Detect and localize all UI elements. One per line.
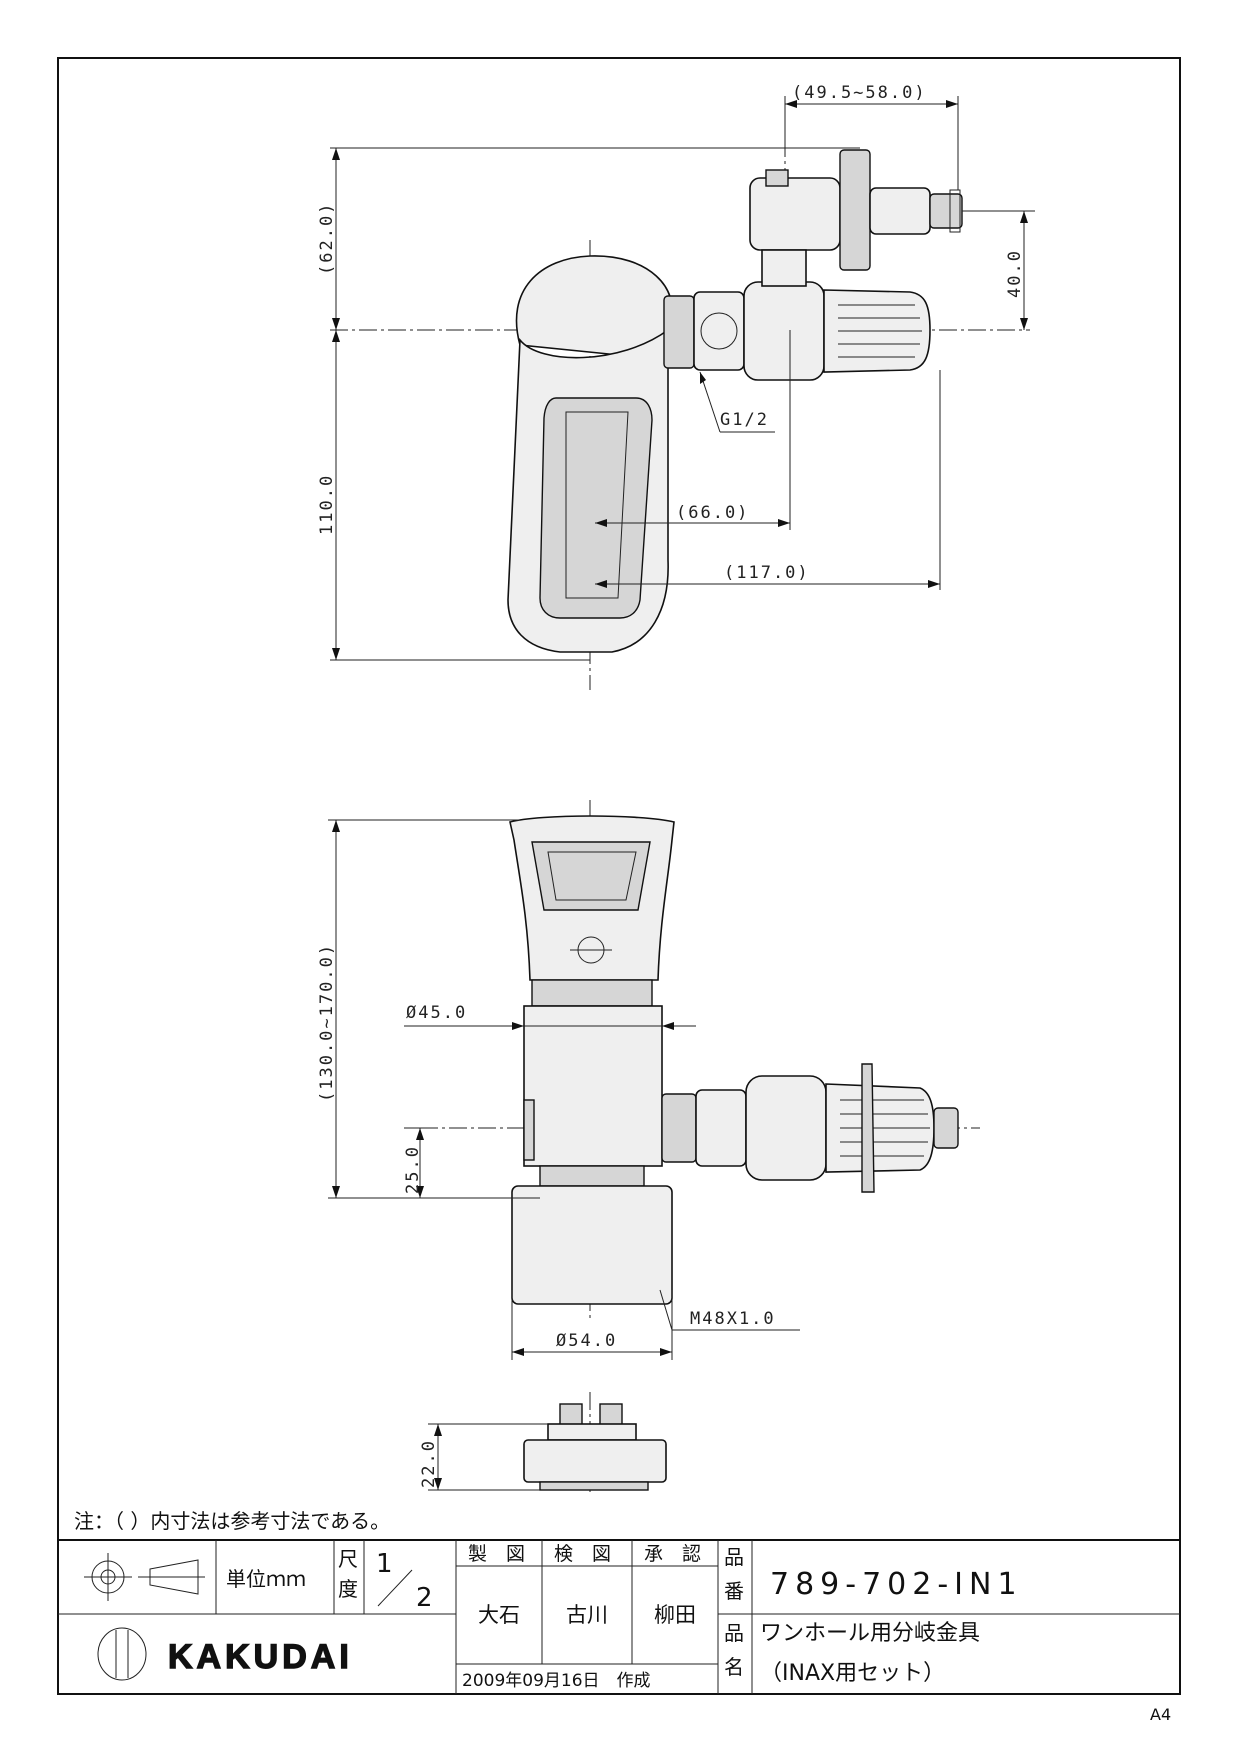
adapter-body xyxy=(523,1439,667,1483)
adapter-view: 22.0 xyxy=(419,1392,667,1492)
unit-label: 単位ｍｍ xyxy=(226,1567,306,1591)
kakudai-logo-icon xyxy=(97,1627,147,1681)
upper-elbow xyxy=(749,177,841,251)
dim-front-height: (130.0~170.0) xyxy=(317,943,337,1102)
top-view-arrows xyxy=(332,100,1028,660)
spout-window xyxy=(539,397,653,619)
part-no-label-top: 品 xyxy=(724,1545,744,1569)
approved-by: 柳田 xyxy=(654,1603,696,1627)
valve-body xyxy=(743,281,825,381)
part-name-label-bottom: 名 xyxy=(724,1655,744,1679)
front-view: (130.0~170.0) Ø45.0 25.0 M48X1.0 Ø54.0 xyxy=(317,800,980,1360)
dim-offset-117: (117.0) xyxy=(724,563,810,583)
dim-diameter-54: Ø54.0 xyxy=(556,1331,617,1351)
scale-numerator: 1 xyxy=(376,1549,393,1579)
mount-flange xyxy=(839,149,871,271)
part-name-label-top: 品 xyxy=(724,1621,744,1645)
dim-offset-66: (66.0) xyxy=(676,503,749,523)
drawing-date: 2009年09月16日 作成 xyxy=(462,1671,651,1691)
dim-diameter-45: Ø45.0 xyxy=(406,1003,467,1023)
part-no-label-bottom: 番 xyxy=(724,1579,744,1603)
dim-top-height: (62.0) xyxy=(317,202,337,275)
dim-top-reach: (49.5~58.0) xyxy=(792,83,927,103)
third-angle-projection-icon xyxy=(84,1553,205,1601)
brand-name: KAKUDAI xyxy=(168,1638,353,1676)
scale-label-bottom: 度 xyxy=(338,1577,358,1601)
hex-nut xyxy=(663,295,695,369)
scale-denominator: 2 xyxy=(416,1583,433,1613)
scale-label-top: 尺 xyxy=(338,1547,358,1571)
dim-thread-m48: M48X1.0 xyxy=(690,1309,776,1329)
front-cylinder xyxy=(523,1005,663,1167)
dim-height-25: 25.0 xyxy=(403,1145,423,1194)
approved-label: 承 認 xyxy=(644,1543,701,1565)
front-base-nut xyxy=(511,1185,673,1305)
title-block: 単位ｍｍ 尺 度 1 2 製 図 検 図 承 認 大石 古川 柳田 2009年0… xyxy=(57,1539,1181,1695)
drawn-by: 大石 xyxy=(478,1603,520,1627)
paper-size: A4 xyxy=(1150,1705,1171,1724)
checked-by: 古川 xyxy=(566,1603,608,1627)
part-name-line1: ワンホール用分岐金具 xyxy=(760,1621,980,1646)
part-number: 789-702-IN1 xyxy=(770,1567,1023,1602)
dim-thread: G1/2 xyxy=(720,410,769,430)
dim-main-height: 110.0 xyxy=(317,474,337,535)
checked-label: 検 図 xyxy=(554,1543,611,1565)
part-name-line2: （INAX用セット） xyxy=(760,1661,945,1686)
drawn-label: 製 図 xyxy=(468,1543,525,1565)
top-view: (49.5~58.0) (62.0) 40.0 G1/2 110.0 (66.0… xyxy=(317,83,1035,690)
quick-coupler xyxy=(929,193,963,229)
reference-note: 注：（ ）内寸法は参考寸法である。 xyxy=(74,1509,390,1533)
dim-side-offset: 40.0 xyxy=(1005,249,1025,298)
dim-adapter-height: 22.0 xyxy=(419,1439,439,1488)
